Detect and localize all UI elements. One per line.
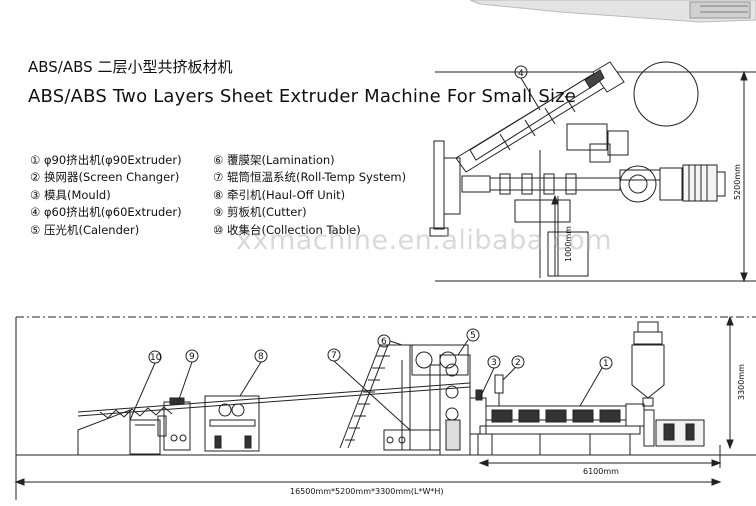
callout-8: 8 [258, 352, 264, 362]
legend-item-6: ⑥ 覆膜架(Lamination) [213, 152, 406, 169]
legend-mark: ⑦ [213, 170, 224, 185]
legend-item-2: ② 换网器(Screen Changer) [30, 169, 182, 186]
legend-item-8: ⑧ 牵引机(Haul-Off Unit) [213, 187, 406, 204]
legend-text: φ60挤出机(φ60Extruder) [43, 205, 182, 220]
callout-5: 5 [470, 331, 476, 341]
legend-mark: ③ [30, 187, 41, 202]
dim-overall: 16500mm*5200mm*3300mm(L*W*H) [290, 487, 444, 496]
callout-9: 9 [189, 352, 195, 362]
side-view: 3300mm 6100mm 16500mm*5200mm*3300mm(L*W*… [14, 315, 756, 500]
legend-text: 换网器(Screen Changer) [43, 170, 180, 185]
collection-table [77, 409, 161, 456]
calender-side [411, 344, 471, 456]
legend-left: ① φ90挤出机(φ90Extruder) ② 换网器(Screen Chang… [30, 152, 182, 239]
legend-text: 模具(Mould) [43, 187, 111, 202]
callout-1: 1 [603, 359, 609, 369]
legend-item-9: ⑨ 剪板机(Cutter) [213, 204, 406, 221]
legend-right: ⑥ 覆膜架(Lamination) ⑦ 辊筒恒温系统(Roll-Temp Sys… [213, 152, 406, 239]
legend-item-5: ⑤ 压光机(Calender) [30, 222, 182, 239]
callout-6: 6 [381, 337, 387, 347]
title-chinese: ABS/ABS 二层小型共挤板材机 [28, 58, 233, 76]
legend-mark: ⑥ [213, 153, 224, 167]
conveyor-line [77, 382, 471, 419]
extruder-4-top [455, 61, 625, 173]
legend-mark: ① [30, 153, 41, 167]
legend-item-3: ③ 模具(Mould) [30, 187, 182, 204]
callout-2: 2 [515, 358, 521, 368]
haul-off [204, 395, 260, 452]
title-english: ABS/ABS Two Layers Sheet Extruder Machin… [28, 86, 577, 107]
legend-item-4: ④ φ60挤出机(φ60Extruder) [30, 204, 182, 221]
top-view: 5200mm [429, 61, 756, 283]
legend-item-1: ① φ90挤出机(φ90Extruder) [30, 152, 182, 169]
dim-1000: 1000mm [564, 226, 573, 262]
legend-text: 收集台(Collection Table) [226, 222, 361, 237]
dim-6100: 6100mm [583, 467, 619, 476]
callout-3: 3 [491, 358, 497, 368]
legend-text: 压光机(Calender) [43, 222, 140, 237]
extruder-1-side [479, 321, 705, 455]
extruder-1-top [461, 164, 726, 203]
photo-strip [469, 0, 756, 23]
legend-mark: ④ [30, 205, 41, 220]
legend-text: φ90挤出机(φ90Extruder) [43, 153, 182, 167]
legend-text: 剪板机(Cutter) [226, 205, 307, 220]
dim-5200: 5200mm [733, 164, 742, 200]
callout-10: 10 [150, 353, 162, 363]
lamination-stand [339, 344, 441, 451]
legend-mark: ⑧ [213, 187, 224, 202]
legend-text: 辊筒恒温系统(Roll-Temp System) [226, 170, 407, 185]
legend-text: 覆膜架(Lamination) [226, 153, 335, 167]
dim-3300: 3300mm [737, 364, 746, 400]
legend-mark: ⑩ [213, 222, 224, 237]
callout-7: 7 [331, 351, 337, 361]
legend-text: 牵引机(Haul-Off Unit) [226, 187, 346, 202]
legend-item-10: ⑩ 收集台(Collection Table) [213, 222, 406, 239]
legend-mark: ② [30, 170, 41, 185]
callout-4: 4 [518, 69, 524, 79]
watermark-text: xxmachine.en.alibaba.com [236, 225, 613, 256]
legend-mark: ⑨ [213, 205, 224, 220]
legend-item-7: ⑦ 辊筒恒温系统(Roll-Temp System) [213, 169, 406, 186]
cutter [157, 397, 191, 451]
legend-mark: ⑤ [30, 222, 41, 237]
callouts: 10 9 8 7 6 5 3 2 1 [129, 328, 613, 431]
